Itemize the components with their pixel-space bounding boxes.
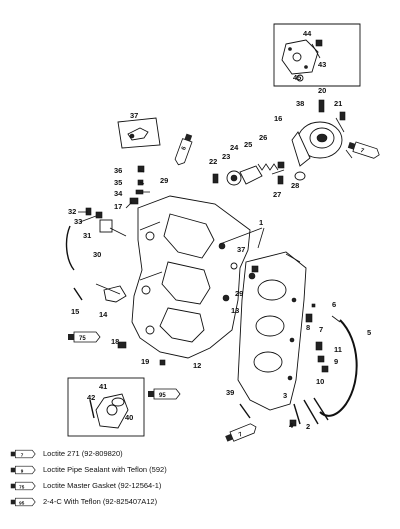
callout-45: 45 — [293, 73, 301, 82]
callout-14: 14 — [99, 310, 108, 319]
loctite-tube-7-bottom: 7 — [223, 421, 259, 445]
thermostat-parts — [212, 161, 306, 186]
legend-text: Loctite 271 (92-809820) — [43, 449, 123, 458]
callout-20: 20 — [318, 86, 326, 95]
callout-27: 27 — [273, 190, 281, 199]
callout-5: 5 — [367, 328, 371, 337]
callout-22: 22 — [209, 157, 217, 166]
callout-24: 24 — [230, 143, 239, 152]
callout-10: 10 — [316, 377, 324, 386]
loctite-tube-9-top: 9 — [173, 132, 195, 167]
tube-label: 7 — [360, 148, 366, 155]
callout-numbers: 44 43 45 20 21 38 16 37 26 25 24 23 22 2… — [68, 29, 371, 431]
callout-28: 28 — [291, 181, 299, 190]
callout-2: 2 — [306, 422, 310, 431]
tube-icon: 95 — [10, 497, 36, 507]
leader-lines — [78, 169, 341, 323]
callout-41: 41 — [99, 382, 107, 391]
callout-34: 34 — [114, 189, 123, 198]
callout-4: 4 — [289, 421, 294, 430]
loctite-tube-75: 75 — [67, 331, 101, 343]
callout-12: 12 — [193, 361, 201, 370]
legend-row-master-gasket: 75 Loctite Master Gasket (92-12564-1) — [10, 480, 390, 494]
callout-21: 21 — [334, 99, 342, 108]
callout-44: 44 — [303, 29, 312, 38]
callout-43: 43 — [318, 60, 326, 69]
fittings-right — [303, 303, 329, 425]
tube-label: 9 — [179, 145, 186, 151]
svg-text:95: 95 — [19, 500, 25, 505]
crankcase-cover — [131, 195, 251, 359]
callout-26: 26 — [259, 133, 267, 142]
callout-1: 1 — [259, 218, 263, 227]
callout-15: 15 — [71, 307, 79, 316]
callout-38: 38 — [296, 99, 304, 108]
callout-33: 33 — [74, 217, 82, 226]
tube-label: 95 — [159, 393, 166, 399]
callout-39: 39 — [226, 388, 234, 397]
bleed-valve-assembly — [291, 99, 353, 167]
lubricant-tube-95: 95 — [147, 388, 181, 400]
callout-35: 35 — [114, 178, 122, 187]
legend-row-pipe-sealant: 9 Loctite Pipe Sealant with Teflon (592) — [10, 464, 390, 478]
svg-text:75: 75 — [19, 484, 25, 489]
tube-label: 75 — [79, 336, 86, 342]
callout-25: 25 — [244, 140, 252, 149]
callout-6: 6 — [332, 300, 336, 309]
callout-16: 16 — [274, 114, 282, 123]
inset-box-upper-left — [117, 117, 161, 149]
callout-42: 42 — [87, 393, 95, 402]
legend-text: Loctite Pipe Sealant with Teflon (592) — [43, 465, 167, 474]
legend-text: Loctite Master Gasket (92-12564-1) — [43, 481, 162, 490]
callout-17: 17 — [114, 202, 122, 211]
water-hose — [319, 319, 358, 417]
callout-11: 11 — [334, 345, 342, 354]
inset-box-bottom — [67, 377, 145, 437]
callout-3: 3 — [283, 391, 287, 400]
tube-icon: 9 — [10, 465, 36, 475]
callout-30: 30 — [93, 250, 101, 259]
callout-31: 31 — [83, 231, 91, 240]
callout-18: 18 — [111, 337, 119, 346]
callout-19: 19 — [141, 357, 149, 366]
callout-8: 8 — [306, 323, 310, 332]
callout-23: 23 — [222, 152, 230, 161]
callout-29-mid: 29 — [235, 289, 243, 298]
callout-37-top: 37 — [130, 111, 138, 120]
loctite-tube-7-top: 7 — [346, 139, 382, 161]
cylinder-block — [237, 251, 307, 411]
fittings-bottom — [239, 403, 301, 427]
legend-row-2-4-c: 95 2-4-C With Teflon (92-825407A12) — [10, 496, 390, 510]
tube-icon: 75 — [10, 481, 36, 491]
fittings-left — [65, 165, 259, 366]
svg-text:9: 9 — [21, 468, 24, 473]
tube-label: 7 — [238, 432, 244, 439]
legend-row-loctite-271: 7 Loctite 271 (92-809820) — [10, 448, 390, 462]
callout-37-mid: 37 — [237, 245, 245, 254]
callout-7: 7 — [319, 325, 323, 334]
callout-13: 13 — [231, 306, 239, 315]
legend-text: 2-4-C With Teflon (92-825407A12) — [43, 497, 158, 506]
callout-29-top: 29 — [160, 176, 168, 185]
callout-9: 9 — [334, 357, 338, 366]
svg-text:7: 7 — [21, 452, 24, 457]
inset-box-top — [273, 23, 361, 87]
callout-36: 36 — [114, 166, 122, 175]
tube-icon: 7 — [10, 449, 36, 459]
callout-40: 40 — [125, 413, 133, 422]
callout-32: 32 — [68, 207, 76, 216]
